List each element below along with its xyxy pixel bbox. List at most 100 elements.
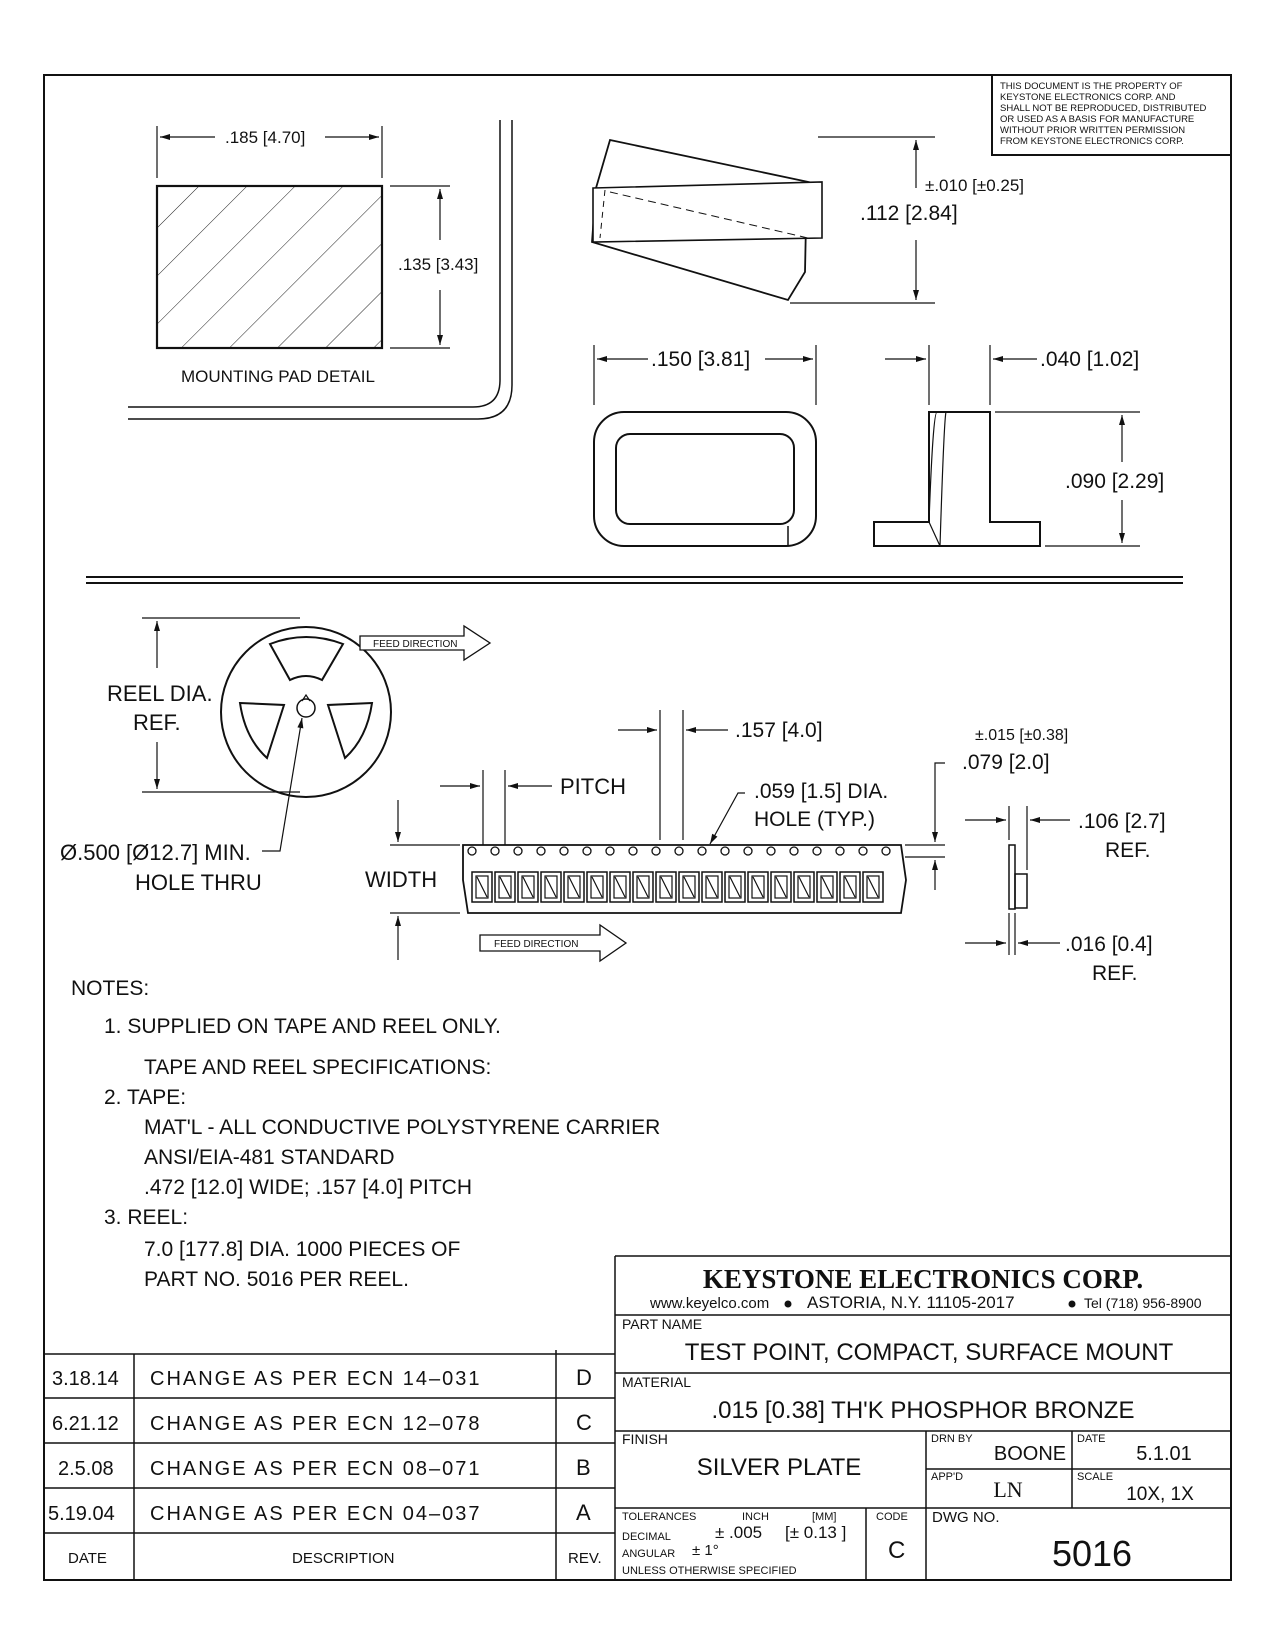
pocket-depth-ref: REF. — [1105, 839, 1151, 862]
reel-feed-direction: FEED DIRECTION — [373, 639, 457, 650]
sprocket-hole — [559, 846, 569, 856]
revision-date-b: 2.5.08 — [58, 1458, 114, 1480]
unless-specified: UNLESS OTHERWISE SPECIFIED — [622, 1565, 797, 1577]
sprocket-hole — [812, 846, 822, 856]
note-line-1: 1. SUPPLIED ON TAPE AND REEL ONLY. — [104, 1015, 501, 1038]
sprocket-hole — [674, 846, 684, 856]
scale: 10X, 1X — [1126, 1484, 1194, 1505]
mounting-pad-detail — [128, 120, 513, 420]
sprocket-hole — [789, 846, 799, 856]
sprocket-hole — [835, 846, 845, 856]
tape-pocket — [517, 871, 539, 903]
width-dimension: .150 [3.81] — [651, 348, 750, 371]
decimal-tolerance: ± .005 — [715, 1523, 762, 1542]
sprocket-hole — [651, 846, 661, 856]
notice-line-3: SHALL NOT BE REPRODUCED, DISTRIBUTED — [1000, 103, 1207, 114]
tape-pocket — [793, 871, 815, 903]
note-line-8: 7.0 [177.8] DIA. 1000 PIECES OF — [144, 1238, 460, 1261]
body-height-dimension: .090 [2.29] — [1065, 470, 1164, 493]
finish-label: FINISH — [622, 1431, 668, 1447]
tape-pocket — [747, 871, 769, 903]
width-label: WIDTH — [365, 867, 437, 892]
notice-line-1: THIS DOCUMENT IS THE PROPERTY OF — [1000, 81, 1183, 92]
title-block — [614, 1255, 1231, 1580]
revision-description-c: CHANGE AS PER ECN 12–078 — [150, 1413, 481, 1435]
material: .015 [0.38] TH'K PHOSPHOR BRONZE — [712, 1397, 1135, 1424]
drawn-by-label: DRN BY — [931, 1433, 973, 1445]
thickness-dimension: .040 [1.02] — [1040, 348, 1139, 371]
sprocket-hole — [858, 846, 868, 856]
revision-description-b: CHANGE AS PER ECN 08–071 — [150, 1458, 481, 1480]
inch-label: INCH — [742, 1511, 769, 1523]
notice-line-6: FROM KEYSTONE ELECTRONICS CORP. — [1000, 136, 1184, 147]
mounting-pad — [155, 184, 384, 350]
notice-line-2: KEYSTONE ELECTRONICS CORP. AND — [1000, 92, 1176, 103]
separator-dot — [784, 1300, 792, 1308]
tape-pocket — [586, 871, 608, 903]
sprocket-hole — [467, 846, 477, 856]
part-top-view — [591, 136, 935, 304]
revision-letter-b: B — [576, 1455, 591, 1480]
tape-pocket — [655, 871, 677, 903]
angular-tolerance: ± 1° — [692, 1542, 719, 1559]
revision-letter-a: A — [576, 1500, 591, 1525]
sprocket-hole — [582, 846, 592, 856]
tape-section-view — [965, 806, 1070, 955]
tape-pocket — [724, 871, 746, 903]
company-name: KEYSTONE ELECTRONICS CORP. — [703, 1264, 1143, 1294]
note-line-4: MAT'L - ALL CONDUCTIVE POLYSTYRENE CARRI… — [144, 1116, 660, 1139]
note-line-7: 3. REEL: — [104, 1206, 188, 1229]
height-tolerance: ±.010 [±0.25] — [925, 176, 1024, 195]
company-phone: Tel (718) 956-8900 — [1084, 1295, 1202, 1311]
company-website: www.keyelco.com — [649, 1295, 769, 1312]
note-line-5: ANSI/EIA-481 STANDARD — [144, 1146, 395, 1169]
tape-pocket — [701, 871, 723, 903]
decimal-label: DECIMAL — [622, 1531, 671, 1543]
pad-width-dimension: .185 [4.70] — [225, 128, 305, 147]
sprocket-hole — [697, 846, 707, 856]
revision-date-a: 5.19.04 — [48, 1503, 115, 1525]
revision-description-d: CHANGE AS PER ECN 14–031 — [150, 1368, 481, 1390]
revision-letter-c: C — [576, 1410, 592, 1435]
decimal-tolerance-mm: [± 0.13 ] — [785, 1523, 846, 1542]
sprocket-hole — [881, 846, 891, 856]
separator-dot — [1068, 1300, 1076, 1308]
sprocket-hole-note: HOLE (TYP.) — [754, 808, 875, 831]
revision-date-c: 6.21.12 — [52, 1413, 119, 1435]
code: C — [888, 1537, 905, 1564]
drawn-by: BOONE — [994, 1443, 1066, 1465]
drawing-border — [43, 74, 1232, 1581]
part-front-view — [593, 345, 817, 547]
date-label: DATE — [1077, 1433, 1106, 1445]
offset-dimension: .079 [2.0] — [962, 751, 1050, 774]
revision-description-a: CHANGE AS PER ECN 04–037 — [150, 1503, 481, 1525]
pad-height-dimension: .135 [3.43] — [398, 255, 478, 274]
tape-pocket — [839, 871, 861, 903]
offset-tolerance: ±.015 [±0.38] — [975, 727, 1068, 744]
sprocket-hole — [605, 846, 615, 856]
revision-header-description: DESCRIPTION — [292, 1550, 395, 1567]
tape-pocket — [632, 871, 654, 903]
sprocket-hole — [628, 846, 638, 856]
pocket-pitch-dimension: .157 [4.0] — [735, 719, 823, 742]
reel-dia-ref: REF. — [133, 710, 181, 735]
sprocket-hole-dimension: .059 [1.5] DIA. — [754, 780, 888, 803]
notice-line-5: WITHOUT PRIOR WRITTEN PERMISSION — [1000, 125, 1185, 136]
sprocket-hole — [513, 846, 523, 856]
tape-thickness-ref: REF. — [1092, 962, 1138, 985]
reel-view — [142, 617, 492, 852]
reel-outline — [220, 626, 392, 798]
angular-label: ANGULAR — [622, 1548, 675, 1560]
code-label: CODE — [876, 1511, 908, 1523]
overall-height-dimension: .112 [2.84] — [860, 202, 958, 225]
note-line-6: .472 [12.0] WIDE; .157 [4.0] PITCH — [144, 1176, 472, 1199]
revision-date-d: 3.18.14 — [52, 1368, 119, 1390]
sprocket-hole — [766, 846, 776, 856]
notice-line-4: OR USED AS A BASIS FOR MANUFACTURE — [1000, 114, 1194, 125]
note-line-9: PART NO. 5016 PER REEL. — [144, 1268, 409, 1291]
reel-dia-label: REEL DIA. — [107, 681, 213, 706]
sprocket-hole — [490, 846, 500, 856]
note-line-3: 2. TAPE: — [104, 1086, 186, 1109]
part-side-view — [873, 345, 1140, 547]
mm-label: [MM] — [812, 1511, 836, 1523]
